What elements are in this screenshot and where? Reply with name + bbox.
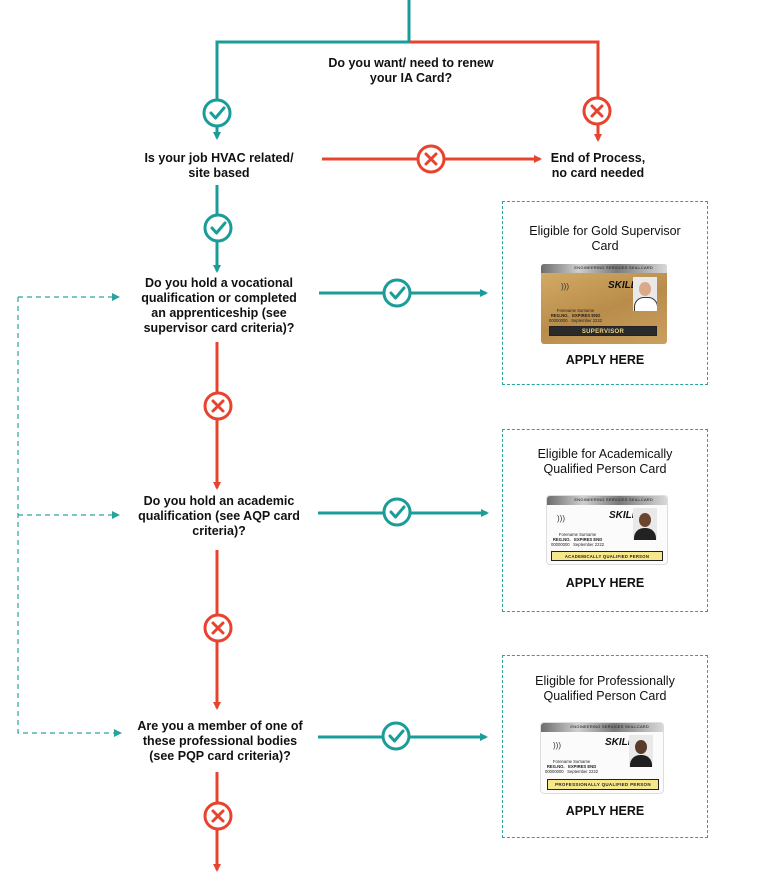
card-reg-label: REG.NO. xyxy=(552,537,571,542)
question-line: Is your job HVAC related/ xyxy=(144,151,294,165)
question-line: Are you a member of one of xyxy=(137,719,303,733)
cross-circle-icon xyxy=(203,801,233,831)
card-details: Forename Surname REG.NO. EXPIRES END 000… xyxy=(551,532,604,547)
nfc-icon: ))) xyxy=(561,282,569,291)
result-pqp-box: Eligible for Professionally Qualified Pe… xyxy=(502,655,708,838)
card-photo xyxy=(633,508,657,540)
card-type-band: SUPERVISOR xyxy=(549,326,657,336)
skill-logo: SKILL xyxy=(609,510,638,521)
question-line: Do you hold a vocational xyxy=(145,276,293,290)
cross-circle-icon xyxy=(203,391,233,421)
card-name: Forename Surname xyxy=(558,532,597,537)
result-title-line: Eligible for Academically xyxy=(537,447,673,461)
card-reg-label: REG.NO. xyxy=(550,313,569,318)
result-gold-supervisor-box: Eligible for Gold Supervisor Card ENGINE… xyxy=(502,201,708,385)
card-expires-label: EXPIRES END xyxy=(574,537,603,542)
check-circle-icon xyxy=(382,278,412,308)
card-reg-no: 00000000 xyxy=(549,318,568,323)
result-title-line: Card xyxy=(591,239,619,253)
nfc-icon: ))) xyxy=(557,514,565,523)
question-academic: Do you hold an academic qualification (s… xyxy=(122,494,316,539)
card-details: Forename Surname REG.NO. EXPIRES END 000… xyxy=(545,759,598,774)
question-line: your IA Card? xyxy=(369,71,453,85)
check-circle-icon xyxy=(202,98,232,128)
card-name: Forename Surname xyxy=(552,759,591,764)
skill-logo: SKILL xyxy=(605,737,634,748)
card-type-band: ACADEMICALLY QUALIFIED PERSON xyxy=(551,551,663,561)
result-title: Eligible for Professionally Qualified Pe… xyxy=(503,674,707,704)
result-aqp-box: Eligible for Academically Qualified Pers… xyxy=(502,429,708,612)
card-header-text: ENGINEERING SERVICES SKILLCARD xyxy=(574,497,653,502)
apply-here-link[interactable]: APPLY HERE xyxy=(565,804,645,818)
question-line: criteria)? xyxy=(192,524,246,538)
question-line: supervisor card criteria)? xyxy=(143,321,295,335)
question-professional: Are you a member of one of these profess… xyxy=(122,719,318,764)
card-expires: September 2222 xyxy=(573,542,605,547)
check-circle-icon xyxy=(203,213,233,243)
card-expires: September 2222 xyxy=(567,769,599,774)
question-line: Do you hold an academic xyxy=(143,494,295,508)
question-renew-ia-card: Do you want/ need to renew your IA Card? xyxy=(305,56,517,86)
question-line: qualification (see AQP card xyxy=(138,509,300,523)
cross-circle-icon xyxy=(582,96,612,126)
result-title-line: Qualified Person Card xyxy=(543,689,667,703)
question-line: qualification or completed xyxy=(141,291,297,305)
card-expires: September 2222 xyxy=(571,318,603,323)
question-line: no card needed xyxy=(551,166,645,180)
result-title: Eligible for Gold Supervisor Card xyxy=(503,224,707,254)
card-reg-no: 00000000 xyxy=(545,769,564,774)
card-name: Forename Surname xyxy=(556,308,595,313)
card-photo xyxy=(633,277,657,311)
card-header: ENGINEERING SERVICES SKILLCARD xyxy=(541,264,667,273)
connector-dashed-loop xyxy=(17,297,122,737)
supervisor-card-image: ENGINEERING SERVICES SKILLCARD ))) SKILL… xyxy=(541,264,667,344)
pqp-card-image: ENGINEERING SERVICES SKILLCARD ))) SKILL… xyxy=(541,723,663,793)
question-line: End of Process, xyxy=(550,151,646,165)
question-hvac-related: Is your job HVAC related/ site based xyxy=(122,151,316,181)
aqp-card-image: ENGINEERING SERVICES SKILLCARD ))) SKILL… xyxy=(547,496,667,564)
result-title-line: Eligible for Professionally xyxy=(535,674,675,688)
card-photo xyxy=(629,735,653,767)
apply-here-link[interactable]: APPLY HERE xyxy=(565,576,645,590)
card-reg-no: 00000000 xyxy=(551,542,570,547)
result-title-line: Qualified Person Card xyxy=(543,462,667,476)
card-expires-label: EXPIRES END xyxy=(568,764,597,769)
card-header-text: ENGINEERING SERVICES SKILLCARD xyxy=(570,724,649,729)
card-reg-label: REG.NO. xyxy=(546,764,565,769)
end-of-process: End of Process, no card needed xyxy=(536,151,660,181)
cross-circle-icon xyxy=(203,613,233,643)
question-line: site based xyxy=(188,166,250,180)
check-circle-icon xyxy=(381,721,411,751)
question-line: an apprenticeship (see xyxy=(151,306,287,320)
card-type-band: PROFESSIONALLY QUALIFIED PERSON xyxy=(547,779,659,790)
card-details: Forename Surname REG.NO. EXPIRES END 000… xyxy=(549,308,602,323)
nfc-icon: ))) xyxy=(553,741,561,750)
result-title: Eligible for Academically Qualified Pers… xyxy=(503,447,707,477)
card-expires-label: EXPIRES END xyxy=(572,313,601,318)
result-title-line: Eligible for Gold Supervisor xyxy=(529,224,681,238)
card-header-text: ENGINEERING SERVICES SKILLCARD xyxy=(574,265,653,270)
apply-here-link[interactable]: APPLY HERE xyxy=(565,353,645,367)
card-header: ENGINEERING SERVICES SKILLCARD xyxy=(541,723,663,732)
question-line: Do you want/ need to renew xyxy=(328,56,494,70)
question-vocational: Do you hold a vocational qualification o… xyxy=(122,276,316,336)
question-line: (see PQP card criteria)? xyxy=(149,749,291,763)
card-header: ENGINEERING SERVICES SKILLCARD xyxy=(547,496,667,505)
cross-circle-icon xyxy=(416,144,446,174)
skill-logo: SKILL xyxy=(608,280,637,291)
check-circle-icon xyxy=(382,497,412,527)
question-line: these professional bodies xyxy=(142,734,298,748)
